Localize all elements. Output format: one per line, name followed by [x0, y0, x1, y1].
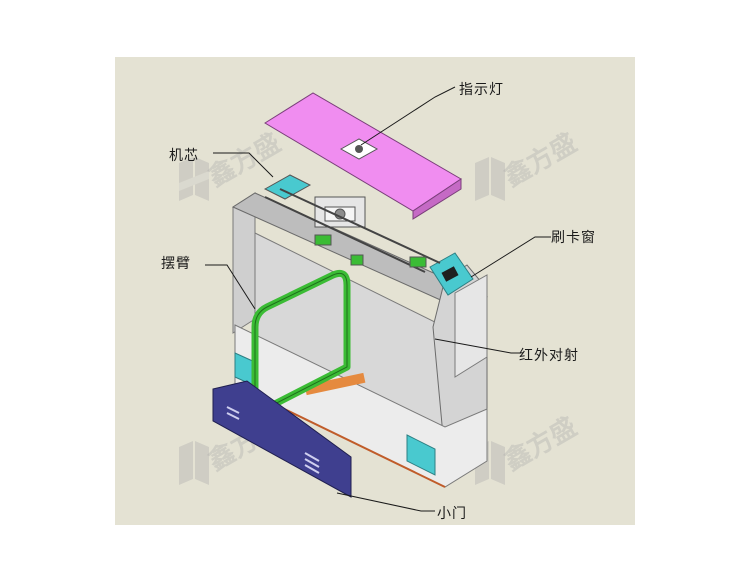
label-indicator-light: 指示灯	[459, 82, 504, 98]
indicator-cover-edge	[412, 178, 462, 220]
base-teal-panel-right	[406, 434, 436, 476]
label-card-window: 刷卡窗	[551, 230, 596, 246]
label-infrared: 红外对射	[519, 348, 579, 364]
small-door	[212, 380, 352, 498]
orange-bar	[304, 372, 366, 396]
svg-text:鑫方盛: 鑫方盛	[499, 411, 582, 477]
label-small-door: 小门	[437, 506, 467, 522]
leader-lines	[205, 86, 551, 512]
card-reader-slot	[441, 266, 459, 282]
svg-text:鑫方盛: 鑫方盛	[499, 127, 582, 193]
turnstile-illustration: 鑫方盛 鑫方盛 鑫方盛 鑫方盛	[179, 86, 582, 512]
small-door-slots	[226, 406, 320, 474]
label-core: 机芯	[169, 148, 199, 164]
core-mechanism	[263, 174, 441, 273]
svg-text:鑫方盛: 鑫方盛	[203, 127, 286, 193]
indicator-light-dot	[355, 145, 363, 153]
label-swing-arm: 摆臂	[161, 256, 191, 272]
right-end-face	[454, 274, 488, 378]
diagram-canvas: 鑫方盛 鑫方盛 鑫方盛 鑫方盛	[115, 57, 635, 525]
